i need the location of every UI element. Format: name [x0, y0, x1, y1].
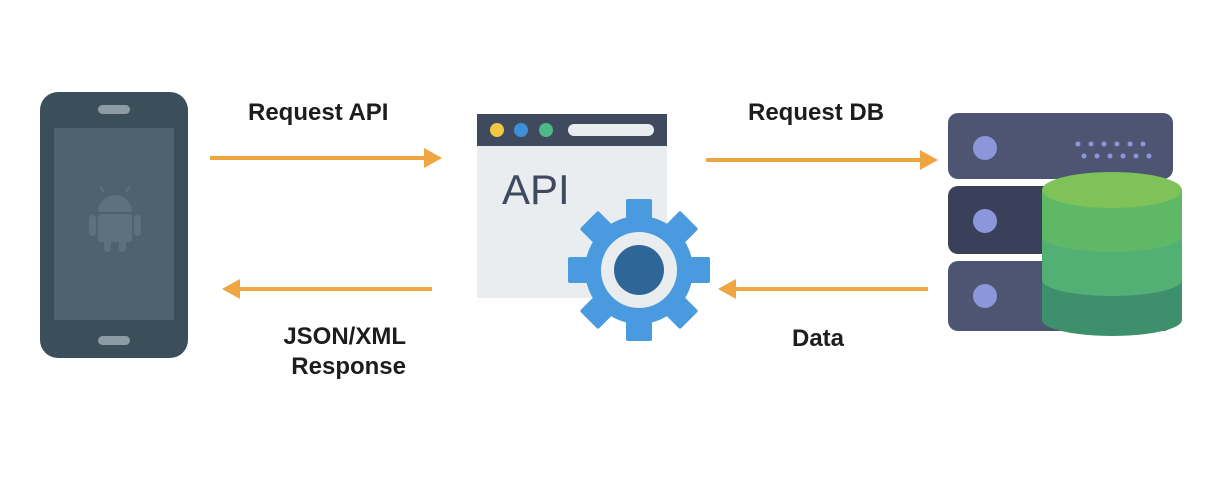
arrow-data — [718, 279, 928, 299]
phone-icon — [40, 92, 188, 358]
label-response-line1: JSON/XML — [283, 323, 406, 350]
database-icon — [1042, 172, 1182, 336]
label-response-line2: Response — [291, 353, 406, 380]
arrow-request-api — [210, 148, 442, 168]
arrow-request-db — [706, 150, 938, 170]
label-data: Data — [792, 325, 845, 352]
label-request-api: Request API — [248, 99, 389, 126]
gear-icon — [568, 199, 710, 341]
label-request-db: Request DB — [748, 99, 885, 126]
arrow-response — [222, 279, 432, 299]
api-window-title: API — [502, 166, 570, 213]
android-icon — [89, 185, 141, 252]
label-response: JSON/XML Response — [248, 322, 406, 382]
